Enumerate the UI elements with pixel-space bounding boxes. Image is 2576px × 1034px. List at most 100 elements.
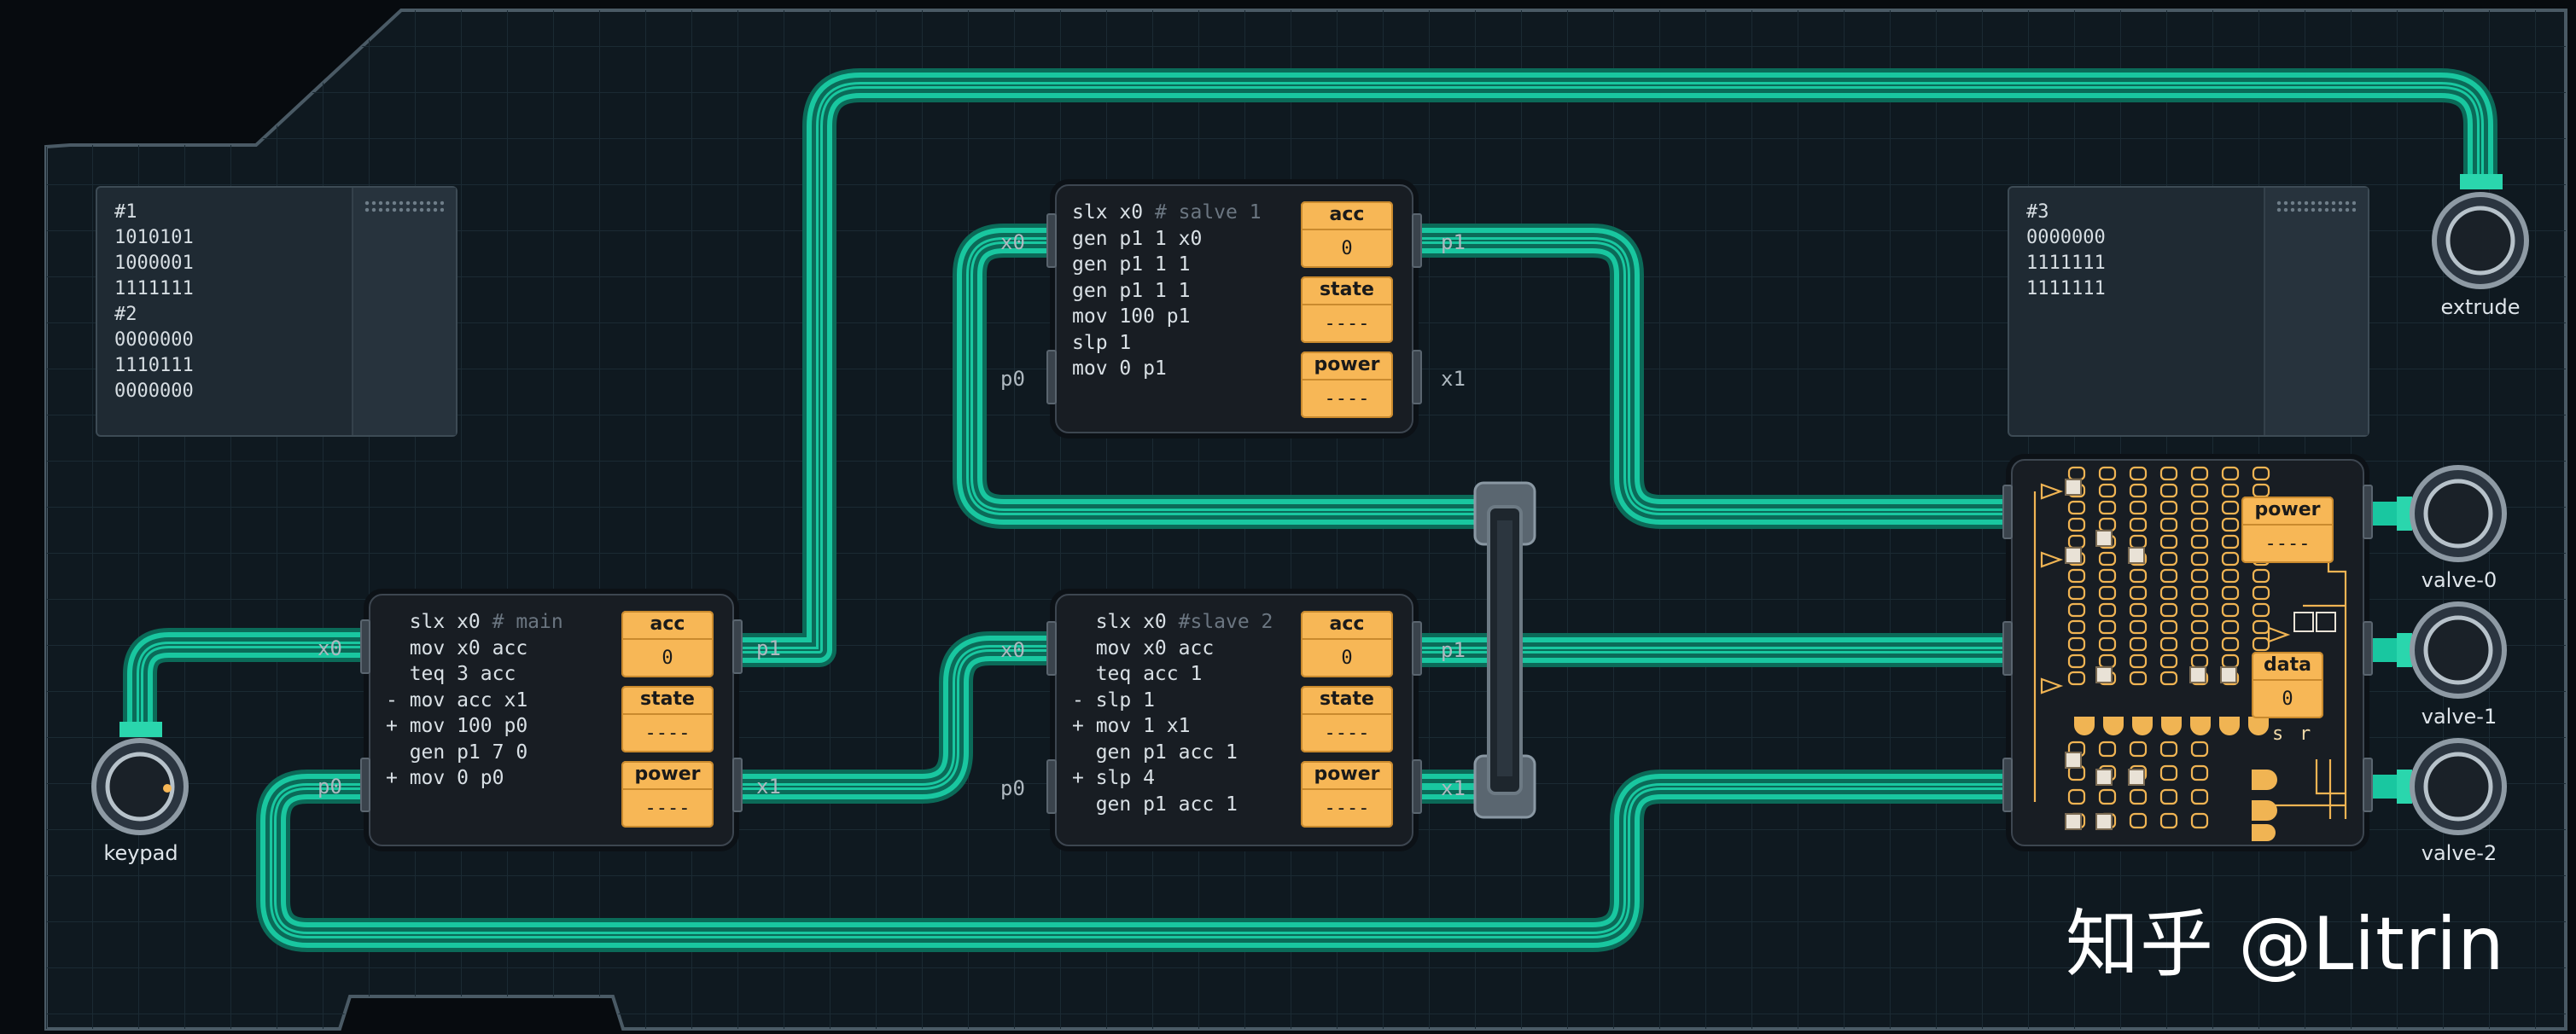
logic-cell — [2252, 466, 2270, 481]
logic-cell — [2190, 636, 2209, 652]
code-line: + mov 100 p0 — [386, 715, 528, 737]
logic-cell — [2098, 602, 2117, 618]
note-panel-2[interactable]: #3 0000000 1111111 1111111 — [2008, 186, 2369, 437]
pin-label-x0: x0 — [318, 636, 342, 660]
wire-bridge[interactable] — [1473, 481, 1536, 819]
logic-cell — [2190, 654, 2209, 669]
extrude-socket[interactable] — [2432, 174, 2529, 289]
code-line: mov 0 p1 — [1072, 357, 1167, 380]
note-panel-1[interactable]: #1 1010101 1000001 1111111 #2 0000000 11… — [96, 186, 458, 437]
logic-cell — [2221, 483, 2240, 498]
controller-slave-2[interactable]: slx x0 #slave 2 mov x0 acc teq acc 1 - s… — [1055, 594, 1413, 846]
pin-main-p1[interactable] — [732, 619, 743, 674]
logic-cell — [2159, 534, 2178, 549]
pin-label-p1: p1 — [1441, 638, 1466, 662]
logic-cell — [2190, 764, 2209, 781]
pin-logic-out-1[interactable] — [2363, 621, 2373, 676]
logic-cell — [2252, 619, 2270, 635]
logic-cell — [2252, 585, 2270, 601]
logic-grid[interactable] — [2013, 461, 2363, 845]
logic-cell — [2098, 741, 2117, 758]
pin-main-x0[interactable] — [360, 619, 370, 674]
logic-cell — [2221, 534, 2240, 549]
logic-cell — [2190, 534, 2209, 549]
controller-salve-1[interactable]: slx x0 # salve 1 gen p1 1 x0 gen p1 1 1 … — [1055, 184, 1413, 433]
pin-logic-in-2[interactable] — [2002, 758, 2013, 812]
pin-slave2-p0[interactable] — [1046, 759, 1057, 814]
keypad-socket[interactable] — [91, 722, 189, 835]
logic-cell — [2221, 517, 2240, 532]
logic-cell — [2252, 568, 2270, 584]
logic-cell — [2098, 466, 2117, 481]
code-line: gen p1 acc 1 — [1072, 793, 1238, 816]
logic-cell — [2067, 466, 2086, 481]
logic-cell — [2098, 619, 2117, 635]
code-editor[interactable]: slx x0 # main mov x0 acc teq 3 acc - mov… — [386, 609, 563, 792]
logic-cell — [2129, 466, 2148, 481]
code-editor[interactable]: slx x0 #slave 2 mov x0 acc teq acc 1 - s… — [1072, 609, 1273, 817]
logic-cell — [2129, 741, 2148, 758]
code-line: gen p1 7 0 — [386, 741, 528, 764]
valve-0-label: valve-0 — [2421, 568, 2497, 592]
code-line: - mov acc x1 — [386, 688, 528, 712]
pin-logic-out-0[interactable] — [2363, 485, 2373, 539]
grip-icon[interactable] — [364, 200, 444, 213]
logic-cell — [2252, 636, 2270, 652]
pin-label-x1: x1 — [756, 775, 781, 799]
logic-cell — [2129, 500, 2148, 515]
pin-slave2-x1[interactable] — [1412, 759, 1422, 814]
valve-0-socket[interactable] — [2397, 465, 2507, 562]
pin-salve1-x0[interactable] — [1046, 213, 1057, 268]
code-line: + mov 1 x1 — [1072, 715, 1191, 737]
logic-cell — [2221, 602, 2240, 618]
code-editor[interactable]: slx x0 # salve 1 gen p1 1 x0 gen p1 1 1 … — [1072, 200, 1262, 382]
pin-logic-in-1[interactable] — [2002, 621, 2013, 676]
code-line: slx x0 # salve 1 — [1072, 201, 1262, 224]
pin-slave2-x0[interactable] — [1046, 621, 1057, 676]
pin-main-x1[interactable] — [732, 758, 743, 812]
logic-cell — [2129, 602, 2148, 618]
logic-cell — [2067, 671, 2086, 686]
logic-cell — [2159, 551, 2178, 566]
logic-cell — [2129, 517, 2148, 532]
pin-salve1-p1[interactable] — [1412, 213, 1422, 268]
logic-cell — [2159, 788, 2178, 805]
logic-cell — [2098, 568, 2117, 584]
logic-cell — [2067, 517, 2086, 532]
logic-cell — [2190, 517, 2209, 532]
logic-cell — [2221, 585, 2240, 601]
logic-cell — [2221, 654, 2240, 669]
note-text[interactable]: #3 0000000 1111111 1111111 — [2026, 201, 2106, 299]
logic-cell — [2129, 812, 2148, 829]
pin-salve1-x1[interactable] — [1412, 350, 1422, 404]
pin-logic-out-2[interactable] — [2363, 758, 2373, 812]
logic-cell — [2129, 585, 2148, 601]
logic-cell — [2190, 500, 2209, 515]
pin-salve1-p0[interactable] — [1046, 350, 1057, 404]
note-text[interactable]: #1 1010101 1000001 1111111 #2 0000000 11… — [114, 201, 194, 402]
code-line: gen p1 1 x0 — [1072, 227, 1203, 250]
code-line: gen p1 1 1 — [1072, 279, 1191, 302]
logic-cell — [2067, 788, 2086, 805]
logic-cell — [2190, 585, 2209, 601]
controller-main[interactable]: slx x0 # main mov x0 acc teq 3 acc - mov… — [369, 594, 734, 846]
logic-cell — [2190, 741, 2209, 758]
valve-1-socket[interactable] — [2397, 601, 2507, 699]
logic-cell — [2159, 500, 2178, 515]
valve-2-socket[interactable] — [2397, 738, 2507, 835]
pin-logic-in-0[interactable] — [2002, 485, 2013, 539]
code-line: mov x0 acc — [386, 636, 528, 659]
pin-main-p0[interactable] — [360, 758, 370, 812]
logic-cell — [2067, 654, 2086, 669]
power-register: power---- — [1301, 351, 1393, 418]
logic-cell — [2252, 483, 2270, 498]
grip-icon[interactable] — [2276, 200, 2356, 213]
pin-slave2-p1[interactable] — [1412, 621, 1422, 676]
note-tab — [352, 188, 456, 435]
pin-label-p0: p0 — [1000, 776, 1025, 800]
logic-cell — [2190, 483, 2209, 498]
